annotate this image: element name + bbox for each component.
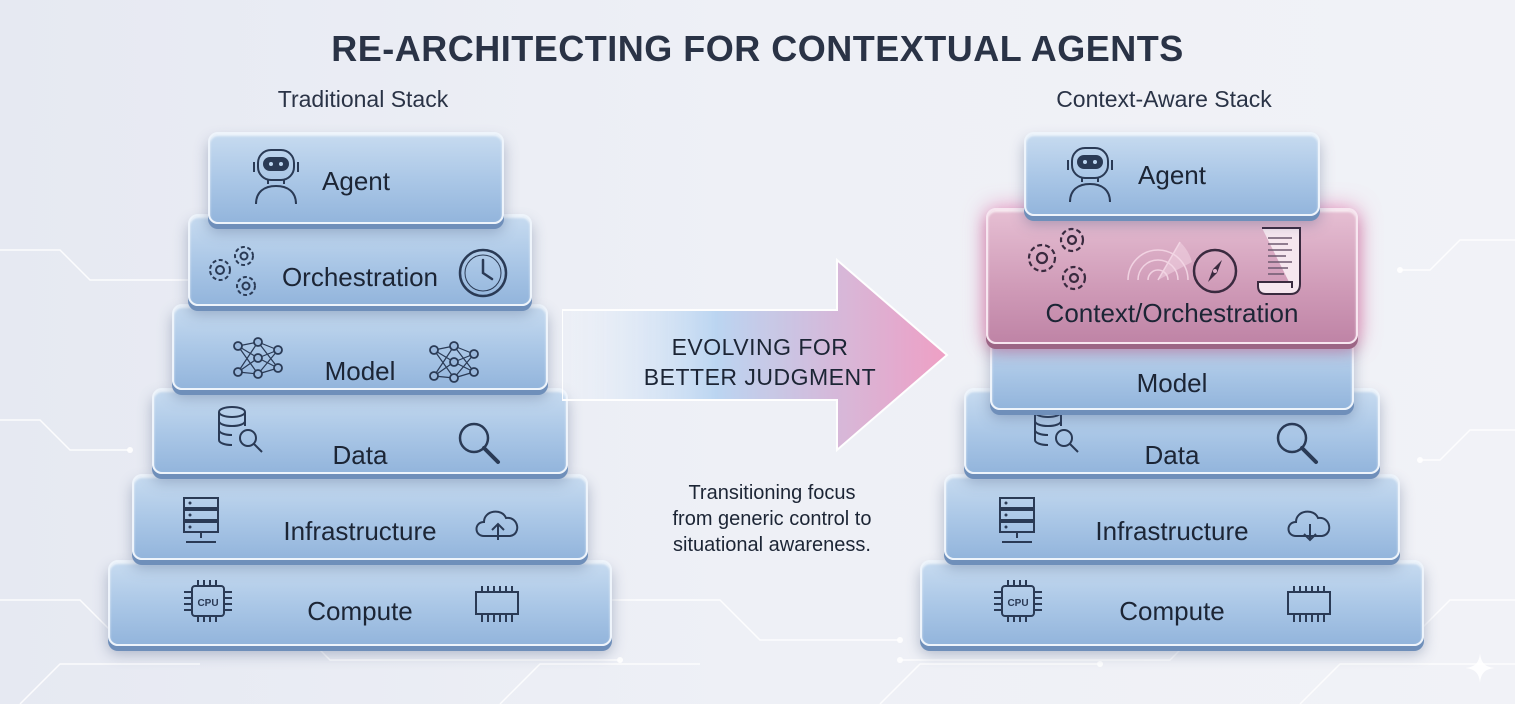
memory-module-icon [472, 582, 522, 626]
server-rack-icon [998, 496, 1038, 546]
neural-network-icon [232, 336, 284, 382]
left-layer-orchestration: Orchestration [188, 214, 532, 306]
transition-description: Transitioning focus from generic control… [612, 480, 932, 558]
gears-icon [1022, 224, 1098, 296]
magnifier-icon [1272, 420, 1322, 470]
cpu-chip-label: CPU [197, 598, 218, 609]
cloud-upload-icon [470, 502, 526, 544]
left-label-orchestration: Orchestration [281, 262, 439, 292]
arrow-caption-line1: EVOLVING FOR [671, 334, 849, 360]
left-label-agent: Agent [322, 166, 390, 196]
arrow-caption-line2: BETTER JUDGMENT [643, 364, 877, 390]
right-label-agent: Agent [1138, 160, 1206, 190]
compass-icon [1190, 246, 1240, 296]
right-label-data: Data [1144, 440, 1200, 470]
cloud-download-icon [1282, 502, 1338, 544]
cpu-chip-label: CPU [1007, 598, 1028, 609]
left-layer-compute: CPU Compute [108, 560, 612, 646]
database-search-icon [1032, 404, 1084, 454]
page-title: RE-ARCHITECTING FOR CONTEXTUAL AGENTS [331, 28, 1184, 69]
server-rack-icon [182, 496, 222, 546]
description-line2: from generic control to [672, 508, 872, 530]
traditional-stack-title: Traditional Stack [277, 86, 449, 112]
context-aware-stack-title: Context-Aware Stack [1056, 86, 1272, 112]
right-layer-compute: CPU Compute [920, 560, 1424, 646]
right-label-compute: Compute [1119, 596, 1225, 626]
right-layer-agent: Agent [1024, 132, 1320, 216]
clock-icon [456, 246, 510, 300]
left-layer-agent: Agent [208, 132, 504, 224]
left-layer-model: Model [172, 304, 548, 390]
right-label-infrastructure: Infrastructure [1095, 516, 1249, 546]
left-layer-data: Data [152, 388, 568, 474]
document-scroll-icon [1254, 224, 1308, 300]
left-label-model: Model [324, 356, 396, 386]
magnifier-icon [454, 420, 504, 470]
cpu-chip-icon: CPU [990, 576, 1046, 628]
left-layer-infrastructure: Infrastructure [132, 474, 588, 560]
left-label-data: Data [332, 440, 388, 470]
left-label-compute: Compute [307, 596, 413, 626]
database-search-icon [216, 404, 268, 454]
robot-icon [1064, 142, 1116, 204]
sparkle-icon [1465, 653, 1495, 688]
right-layer-infrastructure: Infrastructure [944, 474, 1400, 560]
robot-icon [250, 144, 302, 206]
evolution-arrow [562, 257, 949, 453]
left-label-infrastructure: Infrastructure [283, 516, 437, 546]
right-label-model: Model [1136, 368, 1208, 398]
right-layer-context-orchestration: Context/Orchestration [986, 208, 1358, 344]
description-line3: situational awareness. [673, 534, 871, 556]
radar-icon [1122, 222, 1194, 284]
description-line1: Transitioning focus [688, 482, 856, 504]
neural-network-icon [428, 340, 480, 386]
cpu-chip-icon: CPU [180, 576, 236, 628]
arrow-caption: EVOLVING FOR BETTER JUDGMENT [600, 332, 920, 392]
memory-module-icon [1284, 582, 1334, 626]
gears-icon [204, 244, 266, 300]
right-label-context-orchestration: Context/Orchestration [1045, 298, 1299, 328]
